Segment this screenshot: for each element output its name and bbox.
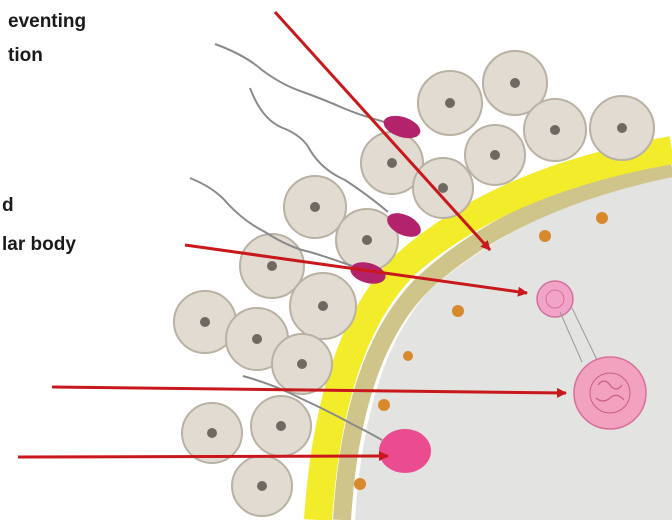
arrow-to-fused-sperm [18,456,388,457]
follicle-cell [232,456,292,516]
granule [539,230,551,242]
granule [378,399,390,411]
follicle-cell [251,396,311,456]
follicle-cell [284,176,346,238]
follicle-cell [418,71,482,135]
granule [354,478,366,490]
follicle-cell [590,96,654,160]
granule [596,212,608,224]
granule [403,351,413,361]
label-line-1: eventing [8,10,86,33]
label-line-3: d [2,194,14,217]
follicle-cell [413,158,473,218]
polar-body [537,281,573,317]
granule [452,305,464,317]
label-line-2: tion [8,44,43,67]
follicle-cell [272,334,332,394]
female-pronucleus [574,357,646,429]
follicle-cell [290,273,356,339]
follicle-cell [465,125,525,185]
label-line-4: lar body [2,233,76,256]
follicle-cell [524,99,586,161]
follicle-cell [182,403,242,463]
oocyte [318,150,672,520]
